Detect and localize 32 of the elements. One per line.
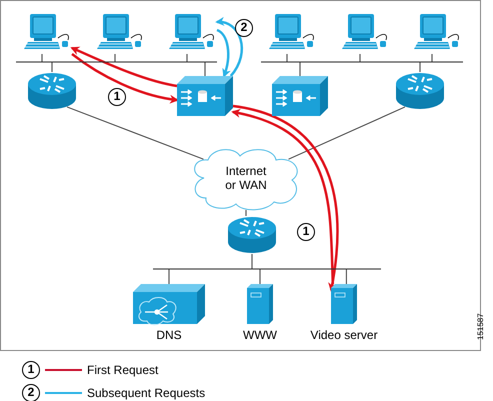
network-bus-line [261,60,463,64]
router-icon [395,72,445,110]
legend-label: Subsequent Requests [87,386,206,400]
connector-line [346,268,347,284]
legend-label: First Request [87,363,158,377]
router-icon [27,72,77,110]
network-bus-line [16,60,217,64]
arrow [70,46,178,88]
cache-appliance-icon [272,76,328,116]
figure-number: 151587 [476,313,485,340]
connector-line [168,268,170,284]
arrow [215,18,243,77]
connector-line [286,54,288,62]
connector-line [186,54,188,62]
device-label: Video server [309,328,379,342]
device-label: DNS [155,328,183,342]
device-label: WWW [242,328,278,342]
connector-line [66,106,204,160]
cloud-label: Internet or WAN [224,164,268,192]
connector-line [204,62,206,76]
arrow [216,28,231,78]
callout-number: 1 [108,88,126,106]
callout-number: 1 [297,223,315,241]
callout-number: 2 [235,19,253,37]
connector-line [114,54,116,62]
cache-appliance-icon [177,76,233,116]
connector-line [288,106,406,160]
arrow [71,53,179,104]
callout-number: 1 [22,361,40,379]
callout-number: 2 [22,384,40,401]
network-bus-line [153,267,381,271]
router-icon [227,216,277,254]
